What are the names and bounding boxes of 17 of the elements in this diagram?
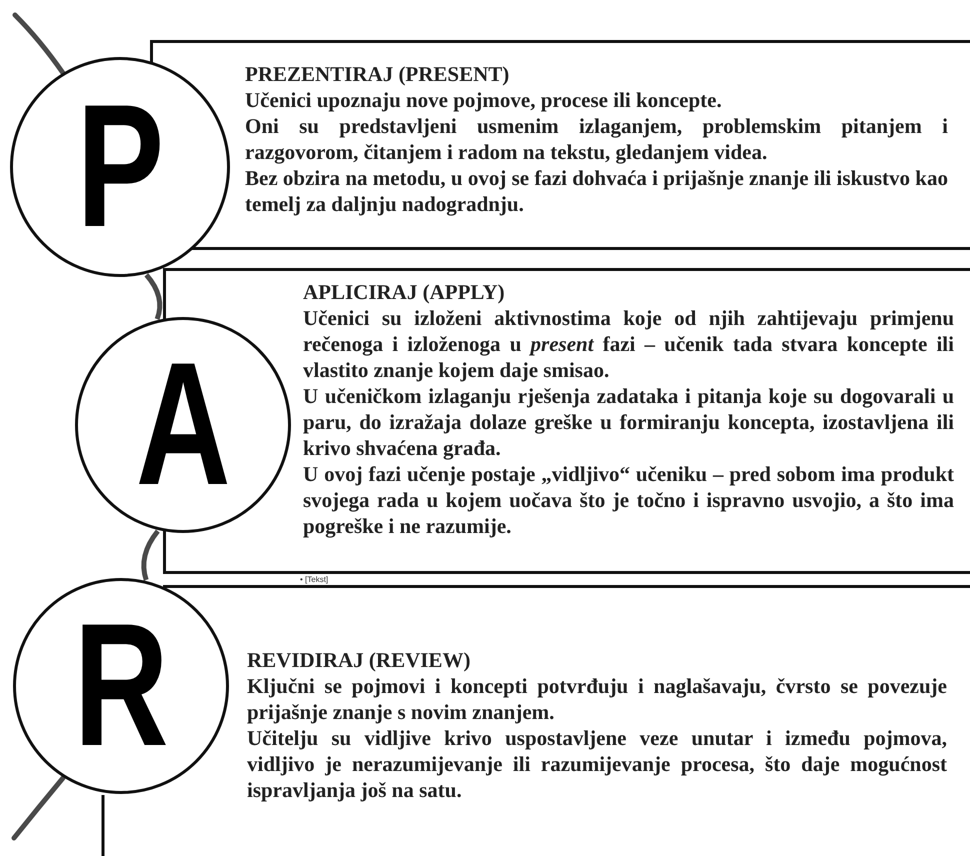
phase-paragraph: Bez obzira na metodu, u ovoj se fazi dohvaća i prijašnje znanje ili iskustvo kao temelj za daljnju nadogradnju. — [245, 165, 948, 217]
phase-paragraph: Učenici su izloženi aktivnostima koje od njih zahtijevaju primjenu rečenoga i izloženoga u present fazi – učenik tada stvara koncepte ili vlastito znanje kojem daje smisao. — [303, 305, 954, 383]
phase-heading: APLICIRAJ (APPLY) — [303, 279, 506, 305]
phase-letter: A — [136, 345, 230, 505]
phase-paragraph: Učitelju su vidljive krivo uspostavljene veze unutar i između pojmova, vidljivo je nerazumijevanje ili razumijevanje procesa, što daje mogućnost ispravljanja još na satu. — [247, 725, 947, 803]
phase-paragraph: Učenici upoznaju nove pojmove, procese ili koncepte. — [245, 87, 723, 113]
spine-line — [144, 273, 162, 320]
placeholder-text: • [Tekst] — [300, 575, 328, 584]
phase-paragraph: Ključni se pojmovi i koncepti potvrđuju i naglašavaju, čvrsto se povezuje prijašnje znanje s novim znanjem. — [247, 673, 947, 725]
phase-box — [231, 40, 970, 250]
phase-letter: P — [76, 87, 164, 247]
phase-paragraph: Oni su predstavljeni usmenim izlaganjem, problemskim pitanjem i razgovorom, čitanjem i radom na tekstu, gledanjem videa. — [245, 113, 948, 165]
phase-paragraph: U učeničkom izlaganju rješenja zadataka i pitanja koje su dogovarali u paru, do izražaja dolaze greške u formiranju koncepta, izostavljena ili krivo shvaćena građa. — [303, 383, 954, 461]
phase-letter: R — [74, 606, 168, 766]
phase-heading: REVIDIRAJ (REVIEW) — [247, 647, 472, 673]
phase-heading: PREZENTIRAJ (PRESENT) — [245, 61, 510, 87]
phase-paragraph: U ovoj fazi učenje postaje „vidljivo“ učeniku – pred sobom ima produkt svojega rada u kojem uočava što je točno i ispravno usvojio, a što ima pogreške i ne razumije. — [303, 461, 954, 539]
